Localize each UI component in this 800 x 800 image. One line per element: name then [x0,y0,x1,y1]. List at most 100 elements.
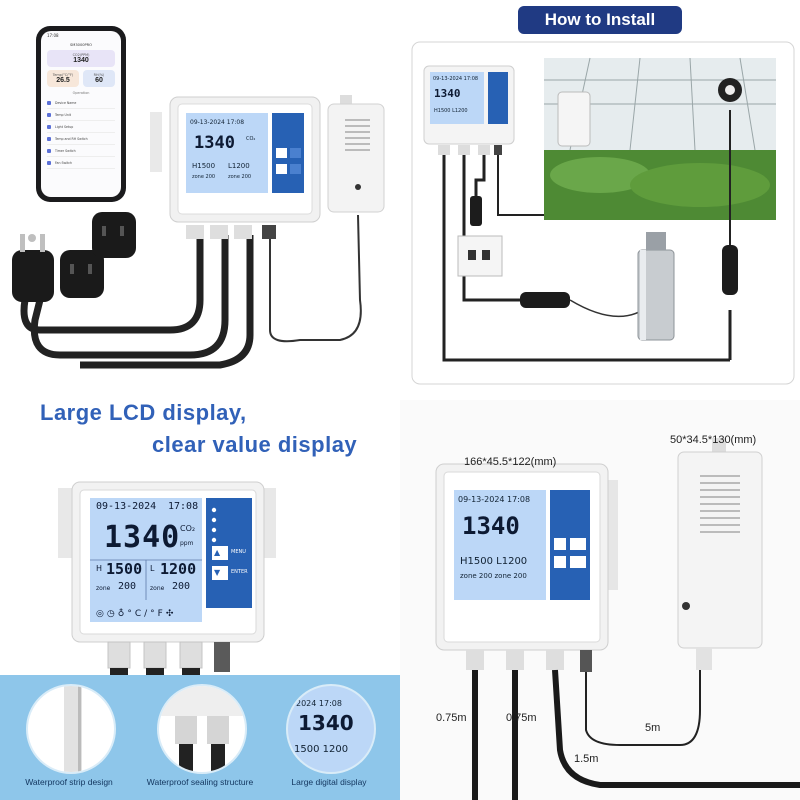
feature-caption-strip: Waterproof strip design [25,777,113,787]
svg-text:09-13-2024 17:08: 09-13-2024 17:08 [458,495,530,504]
svg-text:09-13-2024 17:08: 09-13-2024 17:08 [433,76,478,82]
svg-text:zone 200 zone 200: zone 200 zone 200 [460,572,527,580]
phone-screen: 17:08 SM3000PRO CO2(PPM) 1340 Temp(°C/°F… [41,31,121,197]
lamp-icon: ♁ [117,609,128,619]
cable-length-b: 0.75m [506,712,537,724]
plug-female-icon [92,212,136,258]
lcd-date: 09-13-2024 [96,501,157,512]
wifi-icon: ◎ [96,609,107,619]
headline-line2: clear value display [152,432,358,457]
plug-male-icon [12,234,54,302]
menu-item-temp-rh-switch: Temp and RH Switch [47,133,115,145]
lcd-h-label: H [96,564,103,573]
svg-text:L1200: L1200 [228,162,250,170]
enter-button[interactable]: ENTER [231,569,248,575]
svg-text:1340: 1340 [434,87,461,100]
menu-item-light-setup: Light Setup [47,121,115,133]
lcd-feature-panel: Large LCD display, clear value display 0… [0,400,400,800]
svg-text:2024 17:08: 2024 17:08 [296,699,342,708]
controller-device: 09-13-2024 17:08 1340 H1500 L1200 [423,65,515,155]
wall-outlet [457,196,503,277]
phone-status-time: 17:08 [47,33,59,38]
co2-card-value: 1340 [73,57,89,64]
feature-caption-display: Large digital display [291,777,367,787]
controller-front-illustration [58,481,276,678]
temp-card: Temp(°C/°F) 26.5 [47,70,79,87]
co2-sensor-device [327,95,385,213]
rh-card: RH(%) 60 [83,70,115,87]
switch-icon [47,136,51,141]
menu-item-temp-unit: Temp Unit [47,109,115,121]
lcd-l-value: 1200 [160,560,197,578]
down-arrow-icon: ▼ [214,568,221,577]
svg-text:1340: 1340 [298,711,354,735]
temp-card-value: 26.5 [56,77,70,84]
install-panel: 09-13-2024 17:08 1340 H1500 L1200 [400,0,800,400]
co2-sensor-device [677,438,763,670]
headline-line1: Large LCD display, [40,400,247,425]
lcd-time: 17:08 [168,501,199,512]
cable-length-c: 1.5m [574,753,599,765]
timer-icon [47,148,51,153]
plug-icon [520,292,570,308]
cable-length-a: 0.75m [436,712,467,724]
co2-card: CO2(PPM) 1340 [47,50,115,67]
plug-female-icon [60,250,104,298]
light-icon [47,124,51,129]
display-icon: 2024 17:08 1340 1500 1200 [286,684,376,774]
fan-icon [47,160,51,165]
svg-text:CO₂: CO₂ [246,136,255,142]
svg-text:1340: 1340 [194,133,235,153]
app-title: SM3000PRO [69,43,93,47]
svg-text:H1500: H1500 [192,162,215,170]
clock-icon: ◷ [106,609,118,619]
svg-text:zone 200: zone 200 [192,174,215,180]
temp-card-label: Temp(°C/°F) [52,73,74,77]
operation-heading: Operation [72,91,90,95]
svg-text:1500 1200: 1500 1200 [294,744,348,755]
product-overview-panel: 17:08 SM3000PRO CO2(PPM) 1340 Temp(°C/°F… [0,0,400,400]
lcd-l-label: L [150,564,155,573]
strip-icon [26,684,116,774]
menu-item-timer-switch: Timer Switch [47,145,115,157]
lcd-status-icons: ◎◷♁°C/°F✣ [96,609,176,619]
lcd-zone-label: zone [96,585,111,592]
svg-text:1340: 1340 [462,512,520,540]
controller-dimensions: 166*45.5*122(mm) [464,456,557,468]
product-illustration: 09-13-2024 17:08 1340 CO₂ H1500 L1200 zo… [12,95,385,369]
menu-item-device-name: Device Name [47,97,115,109]
fan-icon: ✣ [165,609,177,619]
cable-length-d: 5m [645,722,661,734]
greenhouse-photo [544,57,776,220]
sensor-dimensions: 50*34.5*130(mm) [670,434,757,446]
install-diagram: 09-13-2024 17:08 1340 H1500 L1200 [411,41,795,385]
settings-icon [47,100,51,105]
menu-item-fan-switch: Fan Switch [47,157,115,169]
rh-card-value: 60 [95,77,103,84]
lcd-co2-unit: CO₂ [180,524,196,533]
up-arrow-icon: ▲ [214,548,221,557]
pump-icon [637,232,675,341]
how-to-install-badge: How to Install [518,6,682,34]
plug-icon [722,245,738,295]
controller-device: 09-13-2024 17:08 1340 CO₂ H1500 L1200 zo… [150,96,321,239]
lcd-h-value: 1500 [106,560,143,578]
menu-button[interactable]: MENU [231,549,246,555]
smartphone: 17:08 SM3000PRO CO2(PPM) 1340 Temp(°C/°F… [36,26,126,202]
svg-text:09-13-2024 17:08: 09-13-2024 17:08 [190,119,244,126]
seal-icon [157,684,247,774]
svg-text:H1500 L1200: H1500 L1200 [460,556,527,567]
feature-caption-seal: Waterproof sealing structure [146,777,254,787]
dimensions-panel: 09-13-2024 17:08 1340 H1500 L1200 zone 2… [400,400,800,800]
lcd-zone-h-value: 200 [118,581,137,592]
thermometer-icon [47,112,51,117]
svg-text:zone 200: zone 200 [228,174,251,180]
lcd-zone-l-value: 200 [172,581,191,592]
lcd-co2-value: 1340 [104,520,181,555]
co2-card-label: CO2(PPM) [72,53,90,57]
svg-text:H1500 L1200: H1500 L1200 [434,108,468,114]
lcd-ppm-label: ppm [180,540,194,547]
unit-symbol: °C/°F [127,609,166,619]
rh-card-label: RH(%) [93,73,105,77]
dimensions-illustration: 09-13-2024 17:08 1340 H1500 L1200 zone 2… [435,438,800,800]
